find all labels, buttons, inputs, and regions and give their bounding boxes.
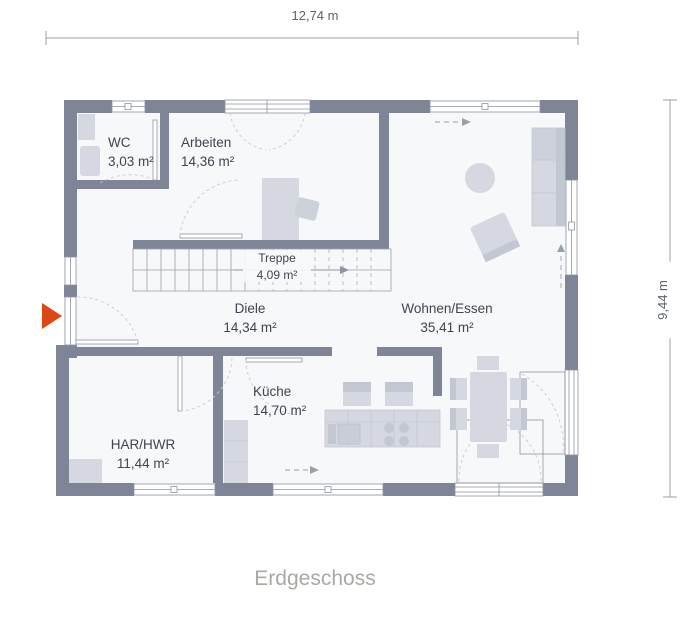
window-left-diele — [64, 256, 77, 286]
stovetop-icon — [384, 423, 409, 446]
dimension-top: 12,74 m — [45, 6, 579, 45]
window-wc-top — [111, 100, 146, 113]
furniture-arbeiten — [262, 178, 320, 240]
room-labels: WC 3,03 m² Arbeiten 14,36 m² Diele 14,34… — [108, 135, 493, 471]
wall-arbeiten-right — [379, 100, 389, 240]
room-label-arbeiten: Arbeiten 14,36 m² — [181, 135, 235, 169]
room-label-wohnen: Wohnen/Essen 35,41 m² — [401, 301, 492, 335]
wall-diele-bottom-left — [77, 347, 332, 356]
wc-sink-icon — [78, 114, 95, 140]
exterior-walls — [56, 100, 578, 496]
round-table-icon — [465, 163, 495, 193]
furniture-har — [69, 459, 102, 483]
door-arc-arbeiten-left — [229, 112, 267, 151]
furniture-kueche — [224, 382, 441, 483]
window-essen-bottom[interactable] — [454, 419, 544, 497]
furniture-essen — [450, 356, 527, 458]
wall-top-b — [145, 100, 225, 113]
tall-cabinet-icon — [224, 420, 248, 483]
room-label-treppe: Treppe 4,09 m² — [257, 251, 298, 282]
wall-wohnen-left — [433, 356, 442, 396]
window-wohnen-top — [429, 100, 541, 113]
walk-arrows — [285, 118, 565, 474]
room-area-kueche: 14,70 m² — [253, 403, 307, 418]
furniture-wc — [78, 114, 100, 176]
walk-arrow-right — [557, 244, 565, 288]
wall-bottom-a — [56, 483, 134, 496]
room-name-wohnen: Wohnen/Essen — [401, 301, 492, 316]
door-kueche[interactable] — [245, 357, 303, 416]
room-name-kueche: Küche — [253, 384, 291, 399]
entrance-door[interactable] — [64, 296, 139, 346]
room-name-har: HAR/HWR — [111, 437, 176, 452]
wall-wc-bottom — [77, 180, 169, 189]
wc-toilet-icon — [80, 146, 100, 176]
room-label-wc: WC 3,03 m² — [108, 135, 154, 169]
room-label-har: HAR/HWR 11,44 m² — [111, 437, 176, 471]
window-arbeiten-top — [224, 99, 311, 114]
room-area-diele: 14,34 m² — [223, 320, 277, 335]
window-har-bottom — [133, 483, 216, 496]
wall-top-c — [310, 100, 430, 113]
stair-area: 4,09 m² — [257, 268, 298, 282]
room-label-diele: Diele 14,34 m² — [223, 301, 277, 335]
page-title: Erdgeschoss — [254, 567, 375, 590]
door-arc-arbeiten-right — [268, 112, 306, 151]
wall-left-b — [64, 285, 77, 297]
wall-left-step — [56, 345, 77, 358]
door-har[interactable] — [177, 355, 233, 412]
room-area-arbeiten: 14,36 m² — [181, 154, 235, 169]
wall-right-a — [565, 100, 578, 180]
window-kueche-bottom — [272, 483, 384, 496]
window-right-upper — [565, 179, 578, 276]
dining-table-icon — [470, 372, 507, 442]
window-right-lower[interactable] — [519, 369, 579, 456]
interior-walls — [77, 100, 442, 483]
door-arbeiten[interactable] — [179, 179, 243, 239]
wall-wc-right — [160, 100, 169, 188]
desk-chair-icon — [294, 197, 320, 221]
wall-bottom-d — [543, 483, 578, 496]
triangle-right-icon — [42, 303, 62, 329]
wall-diele-bottom-right — [377, 347, 442, 356]
door-wc[interactable] — [99, 119, 158, 184]
utility-unit-icon — [69, 459, 102, 483]
armchair-icon — [470, 212, 521, 263]
interior-doors — [99, 119, 303, 416]
dimension-right-label: 9,44 m — [655, 280, 670, 320]
room-area-wc: 3,03 m² — [108, 154, 154, 169]
wall-diele-top — [133, 240, 389, 249]
sofa-icon — [531, 127, 566, 227]
wall-har-right — [213, 356, 223, 483]
wall-bottom-b — [215, 483, 273, 496]
wall-left-a — [64, 100, 77, 257]
room-area-wohnen: 35,41 m² — [420, 320, 474, 335]
dining-chair-bottom — [477, 444, 499, 458]
sink-icon — [328, 423, 361, 445]
room-name-diele: Diele — [235, 301, 266, 316]
wall-bottom-c — [383, 483, 455, 496]
dimension-top-label: 12,74 m — [292, 8, 339, 23]
walk-arrow-kueche — [285, 466, 319, 474]
wall-right-b — [565, 275, 578, 370]
dining-chair-top — [477, 356, 499, 370]
walk-arrow-wohnen — [435, 118, 471, 126]
staircase — [132, 248, 392, 292]
room-label-kueche: Küche 14,70 m² — [253, 384, 307, 418]
room-area-har: 11,44 m² — [117, 456, 170, 471]
stair-name: Treppe — [258, 251, 296, 265]
room-name-wc: WC — [108, 135, 131, 150]
furniture-wohnen — [465, 127, 566, 263]
room-name-arbeiten: Arbeiten — [181, 135, 231, 150]
desk-icon — [262, 178, 299, 240]
windows — [64, 99, 579, 497]
entrance-marker — [42, 303, 62, 329]
dimension-right: 9,44 m — [655, 99, 677, 498]
wall-left-lower — [56, 345, 69, 496]
